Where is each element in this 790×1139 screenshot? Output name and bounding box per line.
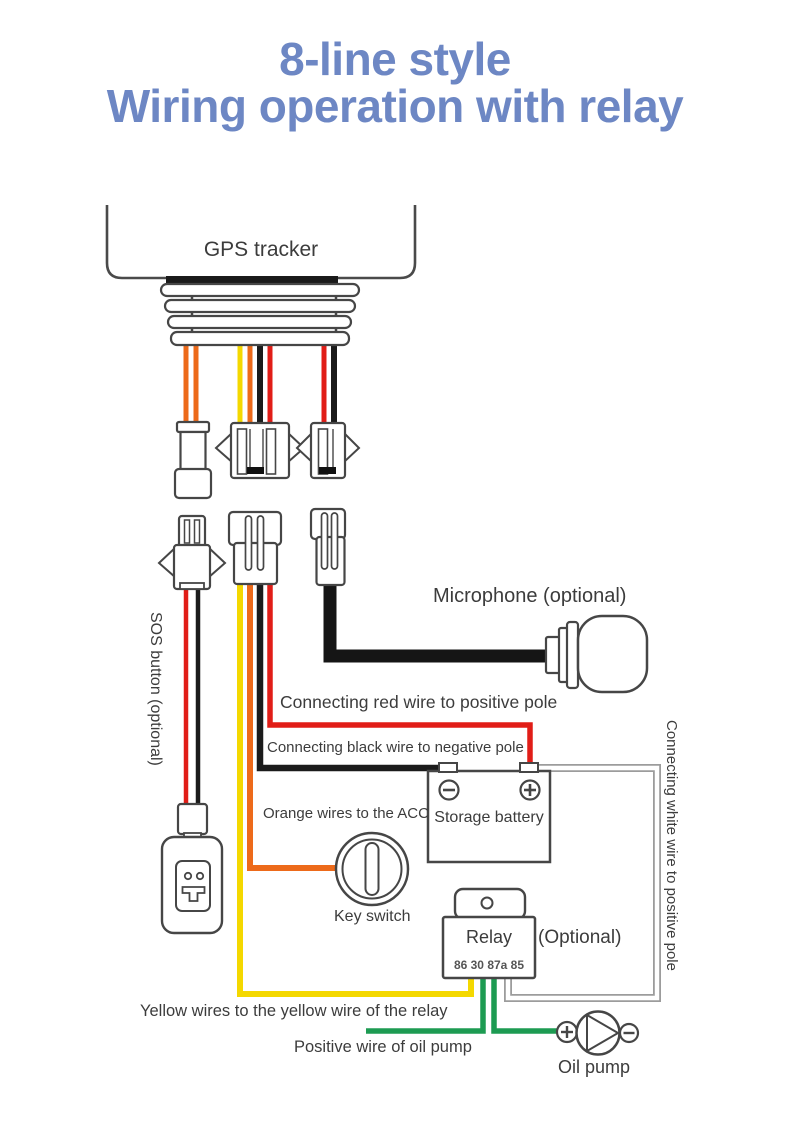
gps-tracker-base-strip (166, 276, 338, 283)
relay-icon (441, 887, 537, 980)
title-line-2: Wiring operation with relay (106, 80, 684, 132)
green-wires (366, 976, 558, 1034)
yellow-wire-label: Yellow wires to the yellow wire of the r… (140, 1002, 448, 1020)
oil-pump-plus-icon (555, 1020, 579, 1044)
harness-wires (183, 582, 550, 997)
connector-4pin-male (214, 421, 306, 480)
microphone-icon (544, 614, 649, 694)
relay-body (441, 915, 537, 980)
black-wire-label: Connecting black wire to negative pole (267, 739, 524, 756)
oil-pump-minus-icon (618, 1022, 640, 1044)
yellow-wire (237, 582, 474, 997)
page-title: 8-line style Wiring operation with relay (0, 36, 790, 130)
title-line-1: 8-line style (279, 33, 511, 85)
connector-sos-female (157, 514, 227, 591)
battery-minus-icon (438, 779, 460, 801)
connector-orange-pair (173, 420, 213, 500)
oil-pump-label: Oil pump (558, 1057, 631, 1077)
battery-plus-icon (519, 779, 541, 801)
gps-tracker-box (105, 205, 417, 283)
cable-stack (159, 282, 361, 347)
connector-mic-female (309, 507, 347, 587)
orange-wire-label: Orange wires to the ACC (263, 805, 429, 822)
microphone-label: Microphone (optional) (433, 585, 627, 607)
sos-button-icon (160, 802, 224, 935)
key-switch-label: Key switch (334, 908, 411, 925)
oil-pump-triangle (586, 1013, 620, 1053)
relay-tab-hole (480, 896, 494, 910)
white-wire (504, 764, 661, 1002)
relay-pins-label: 86 30 87a 85 (453, 958, 525, 972)
oil-pump-icon (555, 1010, 640, 1056)
connector-row-bottom (157, 507, 347, 591)
microphone-wire (323, 583, 550, 663)
oil-pump-positive-label: Positive wire of oil pump (294, 1038, 472, 1056)
black-wire (256, 582, 450, 772)
gps-tracker-label: GPS tracker (203, 238, 319, 261)
connector-4pin-female (227, 510, 283, 586)
storage-battery-icon (426, 762, 552, 864)
relay-optional-label: (Optional) (538, 927, 622, 948)
sos-button-label: SOS button (optional) (147, 612, 164, 766)
key-switch-icon (334, 831, 410, 907)
orange-wire (247, 582, 338, 871)
connector-row-top (173, 420, 361, 500)
red-wire-label: Connecting red wire to positive pole (280, 692, 558, 712)
gps-wires (183, 344, 337, 426)
oil-pump-wire-right (491, 976, 558, 1034)
white-wire-label: Connecting white wire to positive pole (663, 720, 680, 971)
relay-label: Relay (465, 927, 513, 947)
connector-2pin-male (295, 421, 361, 480)
storage-battery-label: Storage battery (434, 809, 544, 826)
oil-pump-wire-left (366, 976, 486, 1034)
red-wire (267, 582, 533, 766)
